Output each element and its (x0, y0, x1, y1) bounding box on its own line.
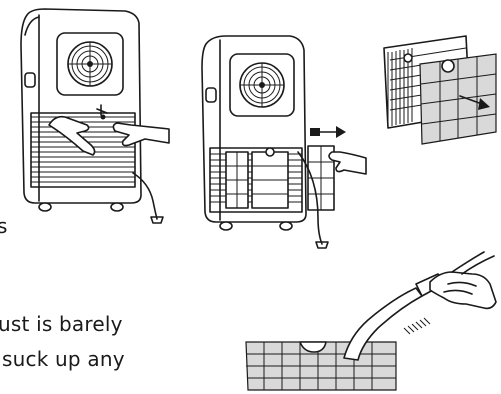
text-fragment-3: suck up any (2, 347, 125, 371)
ac-unit-illustration-2 (190, 28, 370, 253)
filter-frame-illustration (376, 30, 498, 154)
vacuum-filter-illustration (240, 250, 498, 392)
text-fragment-2: ust is barely (0, 312, 123, 336)
text-fragment-1: s (0, 214, 8, 238)
ac-unit-illustration-1 (5, 5, 175, 225)
